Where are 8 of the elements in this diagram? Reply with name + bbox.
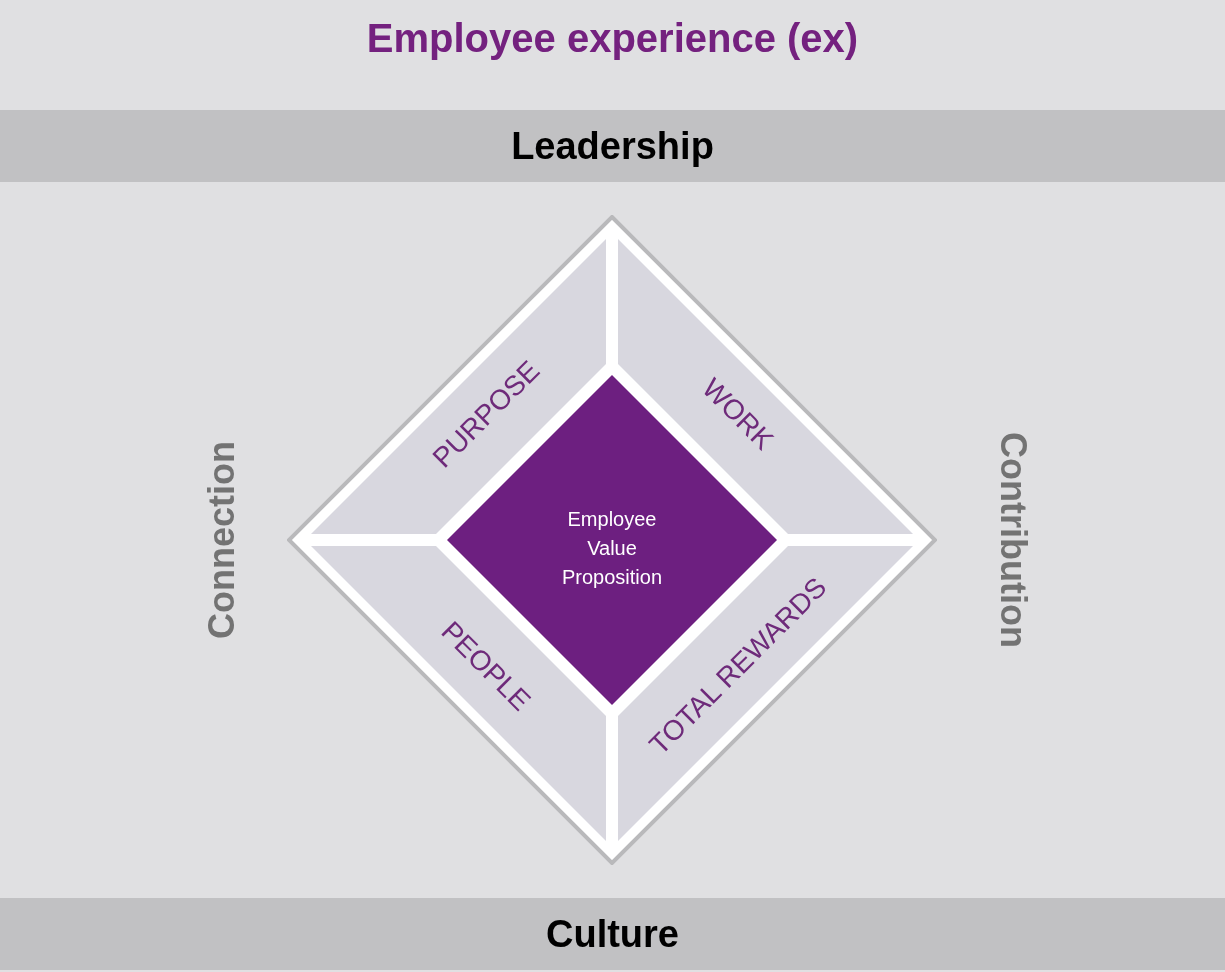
side-label: Connection: [202, 440, 242, 641]
band-label: Culture: [546, 912, 679, 956]
band: [0, 110, 1225, 182]
side-label: Contribution: [993, 431, 1033, 650]
band-label: Leadership: [511, 124, 714, 168]
center-label: Employee Value Proposition: [560, 507, 664, 590]
band: [0, 898, 1225, 970]
title: Employee experience (ex): [365, 16, 860, 61]
